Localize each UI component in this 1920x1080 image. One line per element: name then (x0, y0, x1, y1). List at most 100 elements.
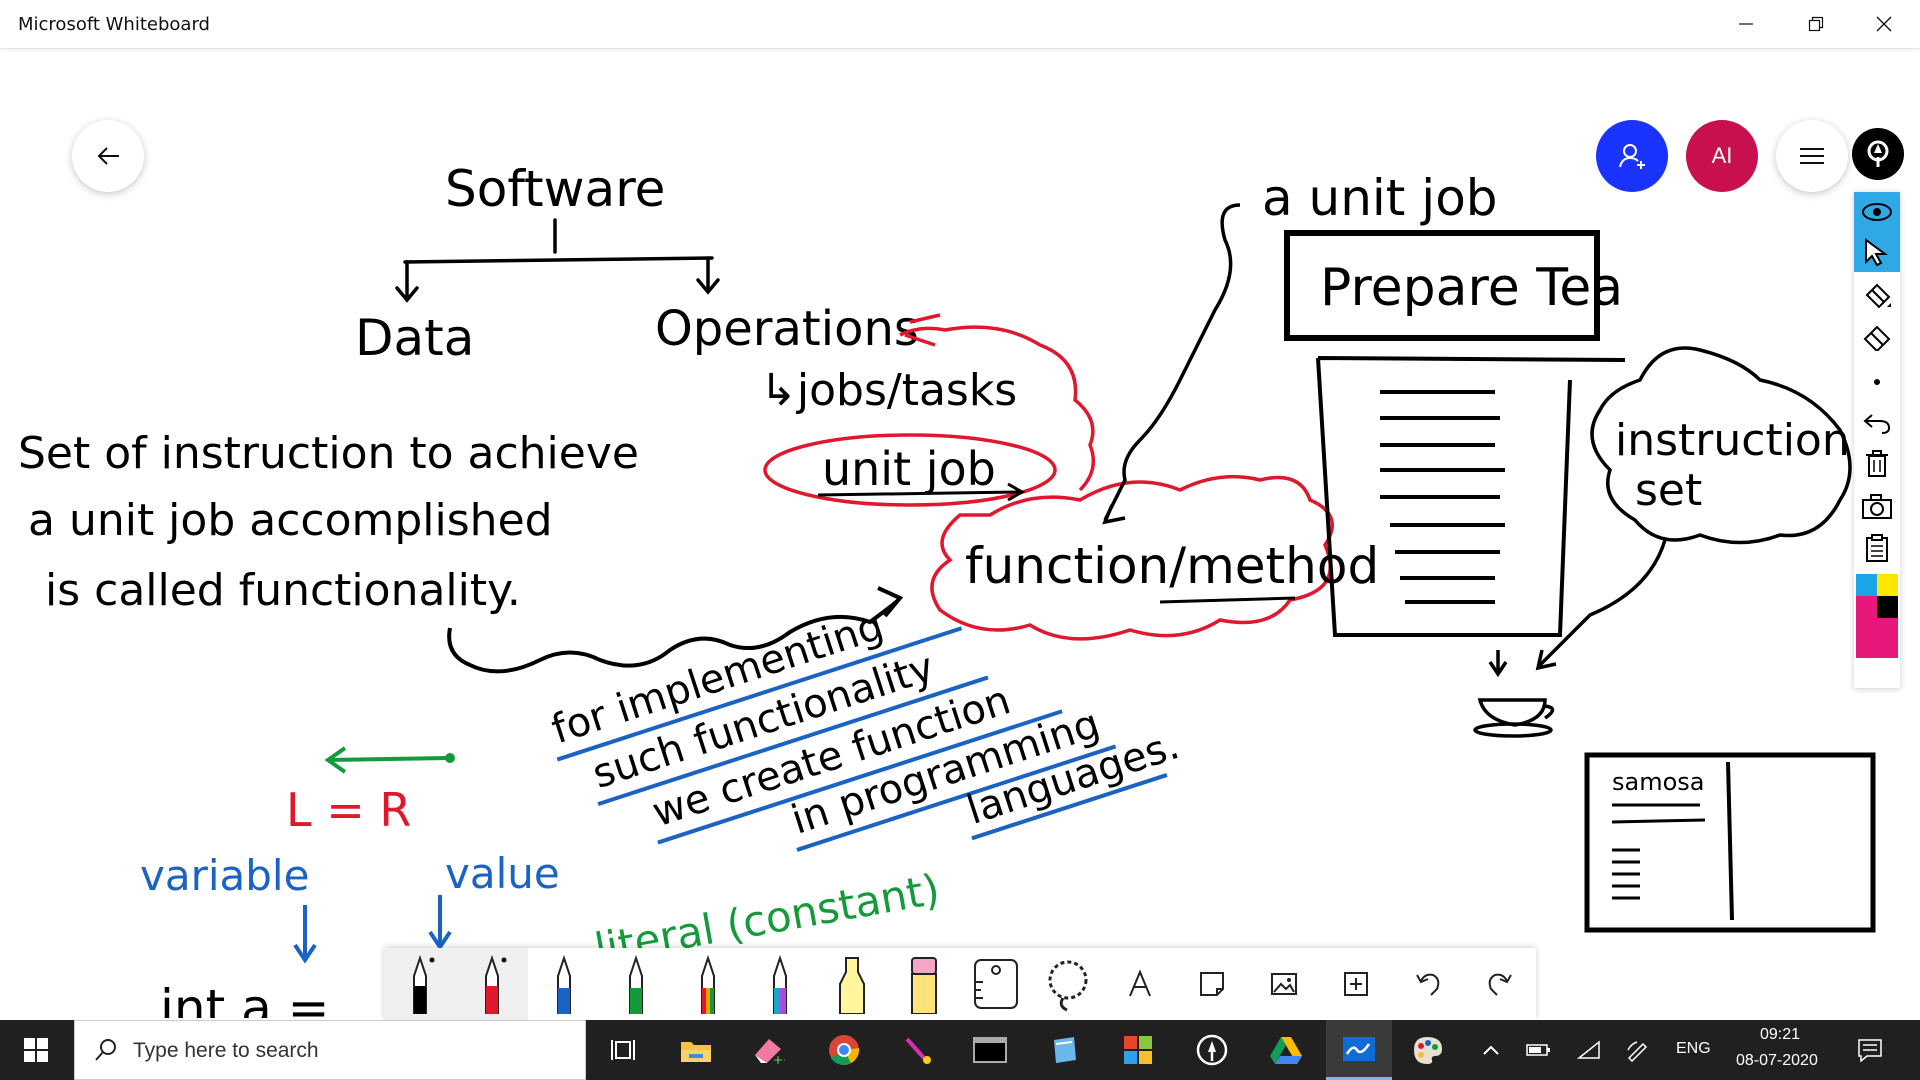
close-icon (1876, 16, 1892, 32)
ruler-eraser-button[interactable] (1854, 316, 1900, 356)
minimize-icon (1739, 23, 1753, 25)
text-tool[interactable] (1104, 948, 1176, 1020)
undo-icon (1863, 414, 1891, 434)
a-unit-job-text: a unit job (1262, 169, 1498, 227)
pen-red-tool[interactable] (456, 948, 528, 1020)
arrow-left-icon (97, 147, 119, 165)
folder-icon (681, 1042, 711, 1062)
jobs-tasks-text: ↳jobs/tasks (760, 365, 1017, 416)
taskbar-chrome[interactable] (814, 1020, 874, 1080)
green-arrow (327, 756, 449, 762)
eraser-icon (1865, 283, 1891, 309)
taskbar-paint[interactable] (1398, 1020, 1458, 1080)
redo-curve-icon (1488, 973, 1512, 996)
settings-menu-button[interactable] (1776, 120, 1848, 192)
image-icon (1271, 973, 1297, 995)
minimize-button[interactable] (1712, 0, 1780, 48)
insert-tool[interactable] (1320, 948, 1392, 1020)
camera-button[interactable] (1854, 486, 1900, 526)
color-swatch-pink[interactable] (1856, 618, 1898, 658)
back-button[interactable] (72, 120, 144, 192)
taskbar-pen-app[interactable] (1182, 1020, 1242, 1080)
eraser-tool-button[interactable] (1854, 276, 1900, 316)
unit-job-text: unit job (822, 442, 996, 496)
recipe-list-frame (1316, 356, 1626, 637)
color-swatch-magenta[interactable] (1856, 596, 1877, 618)
blue-down-arrows (293, 895, 452, 964)
select-tool-button[interactable] (1854, 232, 1900, 272)
value-text: value (445, 849, 560, 898)
undo-button[interactable] (1392, 948, 1464, 1020)
view-mode-button[interactable] (1854, 192, 1900, 232)
input-language[interactable]: ENG (1676, 1040, 1711, 1057)
taskbar-whiteboard[interactable] (1326, 1020, 1392, 1080)
restore-button[interactable] (1782, 0, 1850, 48)
undo-side-button[interactable] (1854, 402, 1900, 442)
image-tool[interactable] (1248, 948, 1320, 1020)
inking-toolbar (384, 948, 1536, 1020)
notification-center-button[interactable] (1842, 1020, 1898, 1080)
color-swatch-cyan[interactable] (1856, 574, 1877, 596)
show-hidden-icons-button[interactable] (1466, 1020, 1516, 1080)
pen-galaxy-tool[interactable] (744, 948, 816, 1020)
squiggle-arrow-head (877, 586, 904, 618)
wifi-indicator[interactable] (1564, 1020, 1614, 1080)
taskbar-app-blue[interactable] (1034, 1020, 1094, 1080)
definition-line-2: a unit job accomplished (28, 495, 553, 546)
color-palette[interactable] (1854, 574, 1900, 684)
close-button[interactable] (1850, 0, 1918, 48)
clipboard-button[interactable] (1854, 528, 1900, 568)
pen-green-tool[interactable] (600, 948, 672, 1020)
color-swatch-yellow[interactable] (1877, 574, 1898, 596)
green-arrow-dot (445, 753, 455, 763)
taskbar-file-explorer[interactable] (666, 1020, 726, 1080)
chevron-up-icon (1483, 1045, 1499, 1055)
pen-black-icon (413, 954, 435, 1014)
instruction-text: instruction (1615, 415, 1850, 466)
taskbar-google-drive[interactable] (1256, 1020, 1316, 1080)
clock-date[interactable]: 08-07-2020 (1736, 1052, 1818, 1069)
pen-menu-indicator[interactable] (1612, 1020, 1662, 1080)
pen-rainbow-tool[interactable] (672, 948, 744, 1020)
taskbar-terminal[interactable] (960, 1020, 1020, 1080)
start-button[interactable] (0, 1020, 72, 1080)
pen-black-tool[interactable] (384, 948, 456, 1020)
green-arrow-head (324, 746, 347, 774)
pen-badge[interactable] (1852, 128, 1904, 180)
set-text: set (1635, 465, 1702, 516)
samosa-lines (1611, 803, 1706, 900)
terminal-icon (973, 1037, 1007, 1063)
trash-icon (1866, 450, 1888, 477)
function-method-text: function/method (965, 537, 1379, 595)
taskbar-paint3d[interactable]: ++ (738, 1020, 798, 1080)
battery-icon (1526, 1044, 1550, 1056)
whiteboard-canvas[interactable]: Software Data Operations ↳jobs/tasks uni… (0, 48, 1920, 1018)
prepare-tea-box (1284, 230, 1600, 341)
lasso-tool[interactable] (1032, 948, 1104, 1020)
text-a-icon (1129, 969, 1151, 997)
tea-cup (1473, 539, 1667, 738)
unit-job-underline (817, 490, 1021, 497)
ruler-tool[interactable] (960, 948, 1032, 1020)
user-avatar[interactable]: AI (1686, 120, 1758, 192)
int-a-text: int a = (160, 979, 330, 1018)
cursor-arrow-icon (1865, 238, 1889, 267)
color-swatch-black[interactable] (1877, 596, 1898, 618)
pen-blue-tool[interactable] (528, 948, 600, 1020)
highlighter-pink-tool[interactable] (888, 948, 960, 1020)
person-add-icon (1619, 144, 1645, 169)
task-view-button[interactable] (594, 1020, 654, 1080)
taskbar-office[interactable] (1108, 1020, 1168, 1080)
invite-button[interactable] (1596, 120, 1668, 192)
taskbar-search-box[interactable]: Type here to search (74, 1020, 586, 1080)
delete-button[interactable] (1854, 444, 1900, 484)
redo-button[interactable] (1464, 948, 1536, 1020)
pen-green-icon (629, 954, 643, 1014)
operations-text: Operations (655, 301, 919, 357)
magic-wand-icon (905, 1037, 931, 1064)
taskbar-app-wand[interactable] (888, 1020, 948, 1080)
battery-indicator[interactable] (1514, 1020, 1564, 1080)
clock-time[interactable]: 09:21 (1760, 1026, 1801, 1043)
highlighter-yellow-tool[interactable] (816, 948, 888, 1020)
sticky-note-tool[interactable] (1176, 948, 1248, 1020)
